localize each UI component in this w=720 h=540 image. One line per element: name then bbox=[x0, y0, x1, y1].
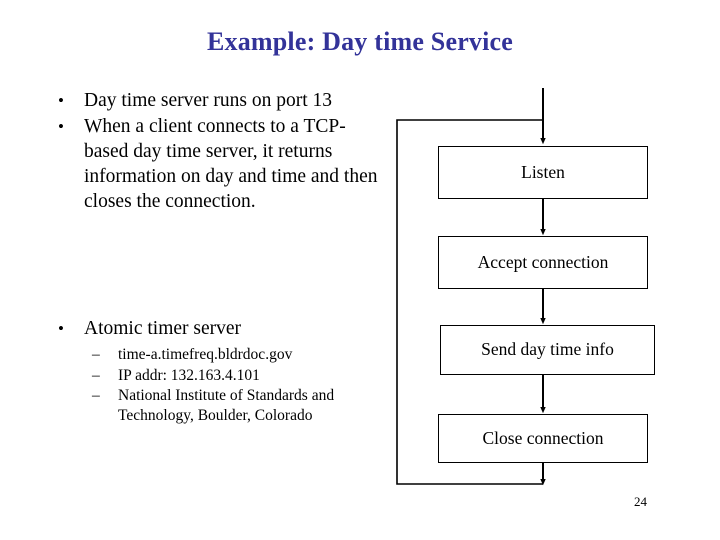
dash-marker-icon: – bbox=[92, 346, 100, 363]
flowchart-box-label: Listen bbox=[521, 161, 565, 182]
flowchart-box-close-connection: Close connection bbox=[438, 414, 648, 463]
flowchart-box-accept-connection: Accept connection bbox=[438, 236, 648, 289]
flowchart-box-label: Send day time info bbox=[481, 339, 614, 360]
dash-marker-icon: – bbox=[92, 366, 100, 384]
sub-list-item: – time-a.timefreq.bldrdoc.gov bbox=[84, 345, 386, 365]
flowchart-box-label: Close connection bbox=[482, 427, 604, 448]
flowchart-box-label: Accept connection bbox=[477, 251, 609, 272]
sub-list-item-text: IP addr: 132.163.4.101 bbox=[118, 366, 260, 384]
list-item-text: Day time server runs on port 13 bbox=[84, 90, 333, 111]
bullet-marker-icon: • bbox=[58, 91, 64, 110]
list-item: • When a client connects to a TCP-based … bbox=[46, 114, 386, 214]
list-item-text: When a client connects to a TCP-based da… bbox=[84, 116, 378, 212]
sub-list-item: – IP addr: 132.163.4.101 bbox=[84, 366, 386, 386]
sub-list: – time-a.timefreq.bldrdoc.gov – IP addr:… bbox=[84, 345, 386, 425]
dash-marker-icon: – bbox=[92, 387, 100, 404]
bullet-marker-icon: • bbox=[58, 117, 64, 136]
flowchart-box-listen: Listen bbox=[438, 146, 648, 199]
bullet-marker-icon: • bbox=[58, 319, 64, 338]
flowchart-box-send-day-time-info: Send day time info bbox=[440, 325, 655, 375]
list-item: • Day time server runs on port 13 bbox=[46, 88, 386, 113]
page-title: Example: Day time Service bbox=[206, 27, 514, 56]
bullet-list-top: • Day time server runs on port 13 • When… bbox=[46, 88, 386, 215]
bullet-list-bottom: • Atomic timer server – time-a.timefreq.… bbox=[46, 316, 386, 426]
sub-list-item-text: time-a.timefreq.bldrdoc.gov bbox=[118, 346, 293, 363]
sub-list-item: – National Institute of Standards and Te… bbox=[84, 386, 386, 425]
list-item-text: Atomic timer server bbox=[84, 318, 242, 339]
sub-list-item-text: National Institute of Standards and Tech… bbox=[118, 387, 335, 424]
page-number: 24 bbox=[634, 494, 647, 509]
list-item: • Atomic timer server – time-a.timefreq.… bbox=[46, 316, 386, 425]
